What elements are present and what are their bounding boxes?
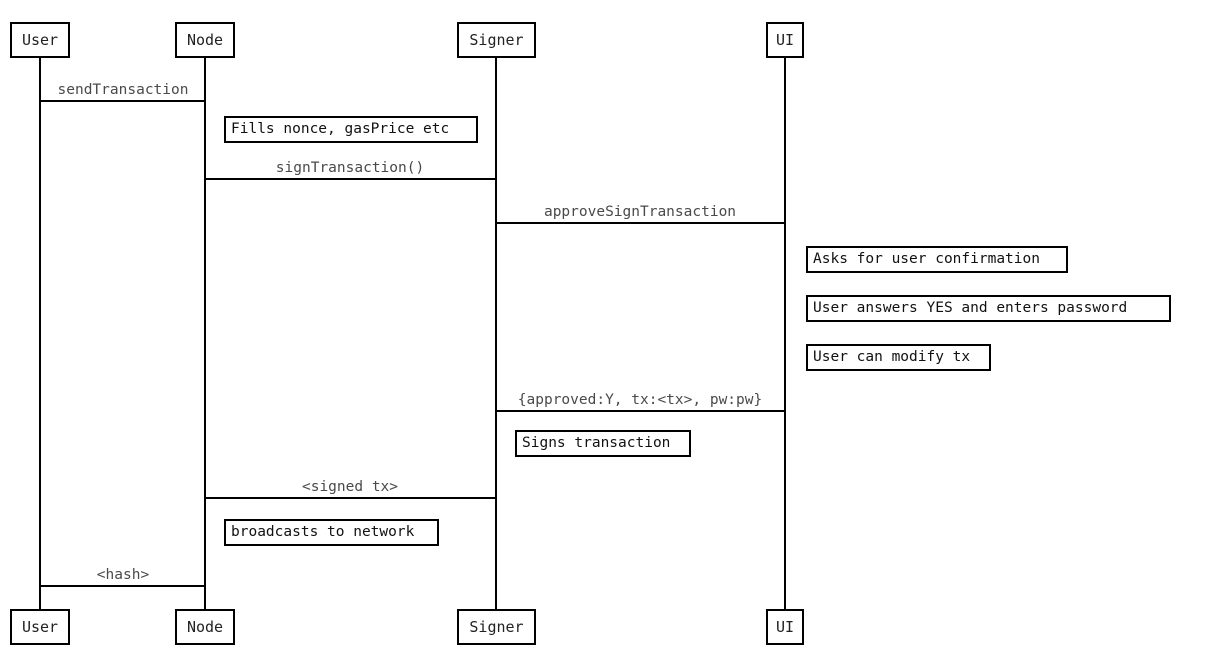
note-user-answers-yes: User answers YES and enters password xyxy=(806,295,1171,322)
message-label-signed-tx: <signed tx> xyxy=(301,479,399,495)
message-label-approve-sign-transaction: approveSignTransaction xyxy=(543,204,737,220)
message-label-approval-response: {approved:Y, tx:<tx>, pw:pw} xyxy=(517,392,763,408)
lifeline-user xyxy=(39,58,41,609)
participant-bottom-user[interactable]: User xyxy=(10,609,70,645)
message-line-approve-sign-transaction xyxy=(495,222,785,224)
message-line-hash-response xyxy=(39,585,205,587)
message-label-sign-transaction: signTransaction() xyxy=(275,160,425,176)
message-label-send-transaction: sendTransaction xyxy=(57,82,189,98)
participant-top-signer[interactable]: Signer xyxy=(457,22,536,58)
message-line-approval-response xyxy=(495,410,785,412)
lifeline-signer xyxy=(495,58,497,609)
participant-top-user[interactable]: User xyxy=(10,22,70,58)
note-asks-confirmation: Asks for user confirmation xyxy=(806,246,1068,273)
participant-bottom-signer[interactable]: Signer xyxy=(457,609,536,645)
participant-top-node[interactable]: Node xyxy=(175,22,235,58)
participant-bottom-ui[interactable]: UI xyxy=(766,609,804,645)
message-line-sign-transaction xyxy=(204,178,496,180)
participant-bottom-node[interactable]: Node xyxy=(175,609,235,645)
lifeline-ui xyxy=(784,58,786,609)
note-broadcasts-to-network: broadcasts to network xyxy=(224,519,439,546)
participant-top-ui[interactable]: UI xyxy=(766,22,804,58)
note-signs-transaction: Signs transaction xyxy=(515,430,691,457)
note-fills-nonce: Fills nonce, gasPrice etc xyxy=(224,116,478,143)
message-line-send-transaction xyxy=(39,100,205,102)
lifeline-node xyxy=(204,58,206,609)
message-line-signed-tx xyxy=(204,497,496,499)
note-user-can-modify: User can modify tx xyxy=(806,344,991,371)
message-label-hash-response: <hash> xyxy=(96,567,150,583)
